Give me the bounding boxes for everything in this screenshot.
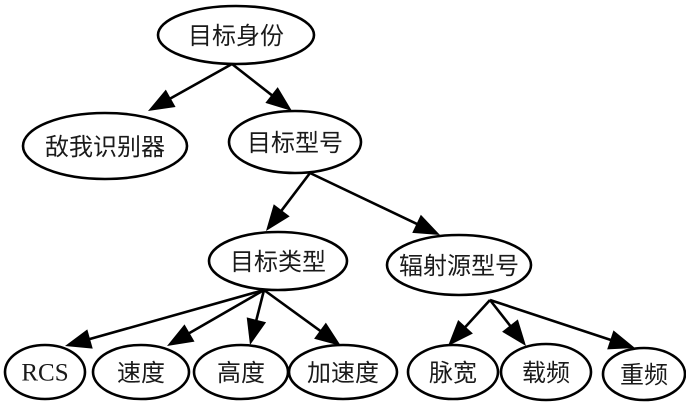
node-label: 重频	[620, 361, 668, 389]
node-ellipse	[406, 343, 500, 401]
node-label: 速度	[117, 359, 165, 387]
edge-line	[167, 62, 233, 101]
node-acceleration: 加速度	[287, 343, 399, 401]
node-ellipse	[21, 111, 189, 181]
node-rcs: RCS	[3, 343, 87, 401]
node-label: 高度	[217, 359, 265, 387]
node-ellipse	[499, 342, 593, 402]
arrowhead-icon	[266, 204, 290, 231]
node-label: 加速度	[307, 359, 379, 387]
node-iff: 敌我识别器	[21, 111, 189, 181]
edge-line	[86, 288, 265, 342]
node-ellipse	[3, 343, 87, 401]
node-label: 目标型号	[247, 129, 343, 157]
node-root: 目标身份	[156, 4, 316, 66]
arrowhead-icon	[167, 324, 195, 346]
edge-line	[462, 299, 491, 330]
node-emitter-model: 辐射源型号	[385, 233, 533, 297]
node-ellipse	[385, 233, 533, 297]
node-ellipse	[601, 346, 686, 402]
edge-line	[278, 172, 312, 214]
arrowhead-icon	[607, 330, 635, 350]
edge-root-to-target-model	[231, 62, 292, 111]
edge-line	[254, 289, 266, 324]
node-altitude: 高度	[192, 343, 290, 401]
edge-target-model-to-emitter-model	[309, 171, 440, 235]
node-pulse-width: 脉宽	[406, 343, 500, 401]
edge-emitter-model-to-prf	[489, 298, 635, 350]
node-label: 目标类型	[230, 248, 326, 276]
edge-line	[488, 299, 513, 329]
arrowhead-icon	[314, 322, 341, 346]
node-label: RCS	[21, 360, 68, 387]
edge-target-model-to-target-type	[266, 172, 312, 231]
arrowhead-icon	[502, 319, 526, 346]
node-target-type: 目标类型	[207, 230, 349, 292]
node-target-model: 目标型号	[227, 109, 363, 175]
edge-target-type-to-speed	[167, 288, 265, 346]
arrowhead-icon	[448, 320, 473, 346]
arrowhead-icon	[246, 317, 267, 345]
node-ellipse	[287, 343, 399, 401]
node-label: 目标身份	[188, 22, 284, 50]
edge-target-type-to-acceleration	[263, 288, 341, 346]
node-ellipse	[227, 109, 363, 175]
node-label: 敌我识别器	[45, 133, 165, 161]
node-label: 载频	[522, 359, 570, 387]
node-ellipse	[91, 343, 191, 401]
node-label: 辐射源型号	[399, 252, 519, 280]
node-prf: 重频	[601, 346, 686, 402]
node-carrier-freq: 载频	[499, 342, 593, 402]
edge-line	[263, 288, 324, 334]
node-label: 脉宽	[429, 359, 477, 387]
arrowhead-icon	[412, 214, 440, 235]
edge-root-to-iff	[148, 62, 233, 111]
arrowhead-icon	[265, 87, 292, 111]
node-speed: 速度	[91, 343, 191, 401]
arrowhead-icon	[65, 329, 93, 349]
edge-line	[231, 62, 275, 98]
arrowhead-icon	[148, 89, 176, 111]
edges-layer	[65, 62, 635, 350]
edge-emitter-model-to-pulse-width	[448, 299, 491, 346]
node-ellipse	[156, 4, 316, 66]
edge-emitter-model-to-carrier-freq	[488, 299, 526, 346]
edge-line	[489, 298, 614, 343]
edge-target-type-to-rcs	[65, 288, 265, 349]
edge-target-type-to-altitude	[246, 289, 267, 345]
node-ellipse	[207, 230, 349, 292]
edge-line	[186, 288, 265, 336]
edge-line	[309, 171, 420, 227]
